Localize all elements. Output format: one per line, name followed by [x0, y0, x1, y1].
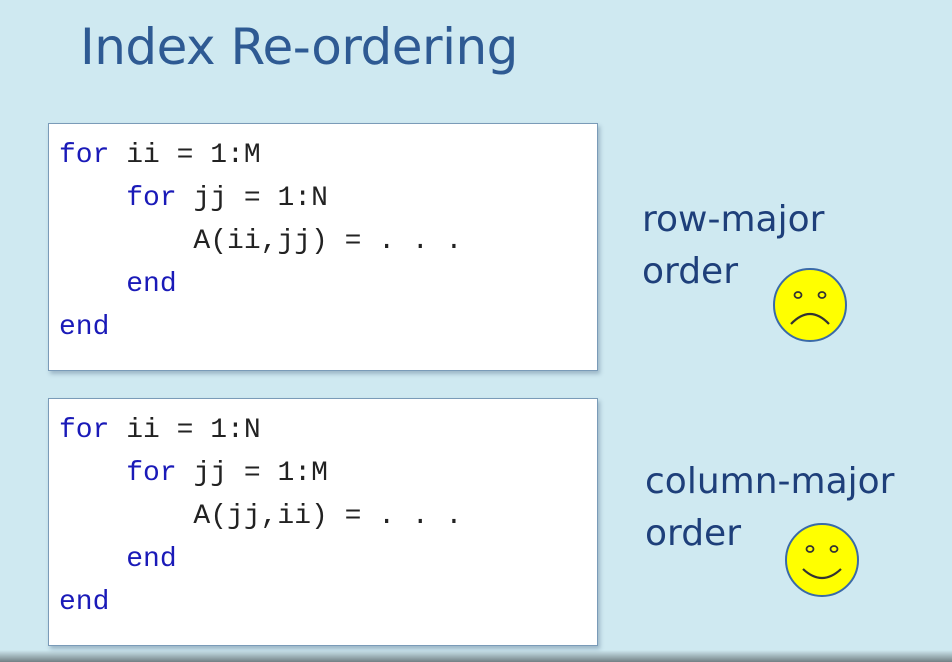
keyword-end: end [59, 587, 110, 618]
code-line: A(ii,jj) = . . . [193, 226, 463, 257]
keyword-for: for [59, 415, 110, 446]
code-text: for ii = 1:N for jj = 1:M A(jj,ii) = . .… [59, 409, 462, 624]
happy-face-icon [785, 523, 859, 597]
code-text: for ii = 1:M for jj = 1:N A(ii,jj) = . .… [59, 134, 462, 349]
code-line: end [59, 587, 109, 618]
column-major-label: column-major order [645, 461, 895, 554]
keyword-end: end [126, 269, 177, 300]
keyword-end: end [126, 544, 177, 575]
code-line: for ii = 1:N [59, 415, 261, 446]
bottom-shadow-bar [0, 650, 952, 662]
keyword-for: for [59, 140, 110, 171]
code-line: A(jj,ii) = . . . [193, 501, 463, 532]
code-line: end [59, 269, 177, 300]
code-line: end [59, 544, 177, 575]
keyword-for: for [126, 183, 177, 214]
row-major-label: row-major order [642, 199, 825, 292]
keyword-end: end [59, 312, 110, 343]
code-block-column-major: for ii = 1:N for jj = 1:M A(jj,ii) = . .… [48, 398, 598, 646]
code-line: for ii = 1:M [59, 140, 261, 171]
code-line: for jj = 1:M [126, 458, 328, 489]
slide-title: Index Re-ordering [80, 18, 518, 76]
code-line: for jj = 1:N [126, 183, 328, 214]
sad-face-icon [773, 268, 847, 342]
code-block-row-major: for ii = 1:M for jj = 1:N A(ii,jj) = . .… [48, 123, 598, 371]
keyword-for: for [126, 458, 177, 489]
code-line: end [59, 312, 109, 343]
